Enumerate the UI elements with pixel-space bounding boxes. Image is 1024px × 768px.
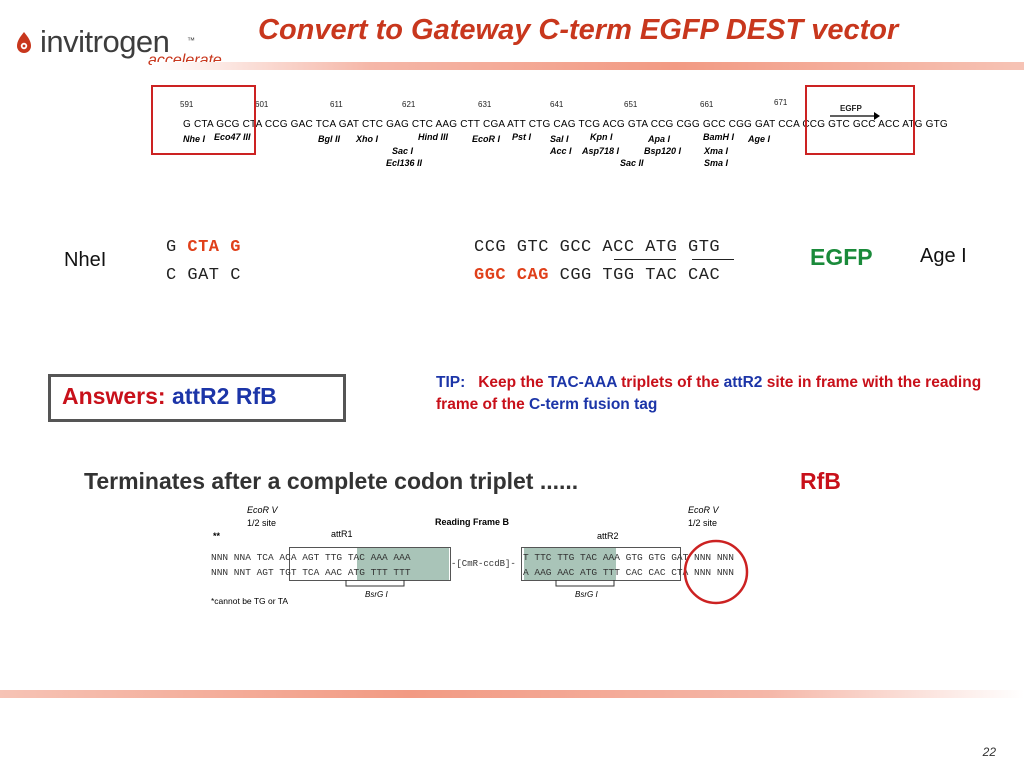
invitrogen-logo-icon [17,32,31,53]
rfb-label: RfB [800,468,841,494]
rf-footnote: *cannot be TG or TA [211,596,289,606]
map-position: 661 [700,100,714,109]
left-top-strand: G CTA G [166,238,241,257]
answers-box [48,374,346,422]
right-bottom-strand: GGC CAG CGG TGG TAC CAC [474,266,720,285]
site-label: Age I [748,134,771,144]
nhei-highlight-box [151,85,256,155]
attr1-shade [357,548,449,580]
right-bottom-overhang: GGC CAG [474,266,549,285]
ecorv-right-label: EcoR V [688,505,719,515]
attr2-label: attR2 [597,531,619,541]
egfp-arrow-icon [830,112,880,120]
right-bottom-plain: CGG TGG TAC CAC [548,266,721,285]
site-label: EcoR I [472,134,501,144]
egfp-label: EGFP [810,244,873,270]
header-divider [152,62,1024,70]
reading-frame-figure: EcoR V 1/2 site ** attR1 Reading Frame B… [205,500,780,620]
tip-segment: triplets of the [616,374,724,391]
reading-frame-title: Reading Frame B [435,517,510,527]
site-label: Xho I [356,134,378,144]
page-number: 22 [982,745,996,759]
map-position: 651 [624,100,638,109]
terminates-text: Terminates after a complete codon triple… [84,468,579,494]
stars-mark: ** [213,531,221,541]
tip-segment: TAC-AAA [547,374,617,391]
site-label: Hind III [418,132,448,142]
vector-map: 591 601 611 621 631 641 651 661 671 G CT… [150,84,948,184]
left-bottom-strand: C GAT C [166,266,241,285]
site-label: Acc I [550,146,572,156]
site-label: Sac I [392,146,414,156]
left-top-overhang: CTA G [187,238,241,257]
site-label: Nhe I [183,134,206,144]
map-position: 671 [774,98,788,107]
logo-wordmark: invitrogen [40,24,170,59]
answers-label: Answers: [62,383,166,409]
site-label: Sac II [620,158,644,168]
site-label: Ecl136 II [386,158,423,168]
half-site-left-label: 1/2 site [247,518,277,528]
bsrg-left-label: BsrG I [365,590,388,599]
logo-trademark: ™ [187,36,195,45]
map-position: 641 [550,100,564,109]
site-label: Apa I [648,134,671,144]
map-position: 601 [255,100,269,109]
codon-underline [614,259,676,260]
tip-segment: C-term fusion tag [529,396,658,413]
rf-left-top: NNN NNA TCA ACA AGT TTG TAC AAA AAA [211,552,411,563]
tip-text: TIP: Keep the TAC-AAA triplets of the at… [436,372,996,416]
rf-left-bottom: NNN NNT AGT TGT TCA AAC ATG TTT TTT [211,567,411,578]
answers-text: Answers: attR2 RfB [62,383,277,410]
bsrg-left-bracket-icon [345,580,405,587]
site-label: Sma I [704,158,729,168]
half-site-right-label: 1/2 site [688,518,718,528]
codon-underline [692,259,734,260]
bsrg-right-bracket-icon [555,580,615,587]
site-label: Bgl II [318,134,340,144]
footer-divider [0,690,1024,698]
site-label: Sal I [550,134,569,144]
map-position: 631 [478,100,492,109]
attr2-shade [524,548,616,580]
ecorv-left-label: EcoR V [247,505,278,515]
tip-segment: site in frame with the reading frame of … [436,374,982,413]
right-top-strand: CCG GTC GCC ACC ATG GTG [474,238,721,257]
site-label: Bsp120 I [644,146,682,156]
tip-segment: Keep the [478,374,548,391]
site-label: Asp718 I [582,146,620,156]
site-label: Kpn I [590,132,613,142]
attr1-box [289,547,451,581]
map-position: 591 [180,100,194,109]
site-label: Xma I [704,146,729,156]
rf-right-top: T TTC TTG TAC AAA GTG GTG GAT NNN NNN [523,552,734,563]
attr2-box [521,547,681,581]
nhei-label: NheI [64,249,107,271]
attr1-label: attR1 [331,529,353,539]
tip-segment: attR2 [723,374,763,391]
egfp-highlight-box [805,85,915,155]
rf-right-bottom: A AAG AAC ATG TTT CAC CAC CTA NNN NNN [523,567,734,578]
slide-title: Convert to Gateway C-term EGFP DEST vect… [258,14,899,46]
highlight-circle-icon [683,539,749,605]
rf-cassette: -[CmR-ccdB]- [451,559,516,569]
tip-prefix: TIP: [436,374,466,391]
site-label: Eco47 III [214,132,251,142]
map-position: 611 [330,100,343,109]
bsrg-right-label: BsrG I [575,590,598,599]
left-top-plain: G [166,238,188,257]
site-label: BamH I [703,132,735,142]
site-label: Pst I [512,132,532,142]
map-sequence: G CTA GCG CTA CCG GAC TCA GAT CTC GAG CT… [183,119,948,130]
agei-label: Age I [920,245,967,267]
egfp-map-label: EGFP [840,104,862,113]
map-position: 621 [402,100,416,109]
answers-value: attR2 RfB [171,383,277,409]
